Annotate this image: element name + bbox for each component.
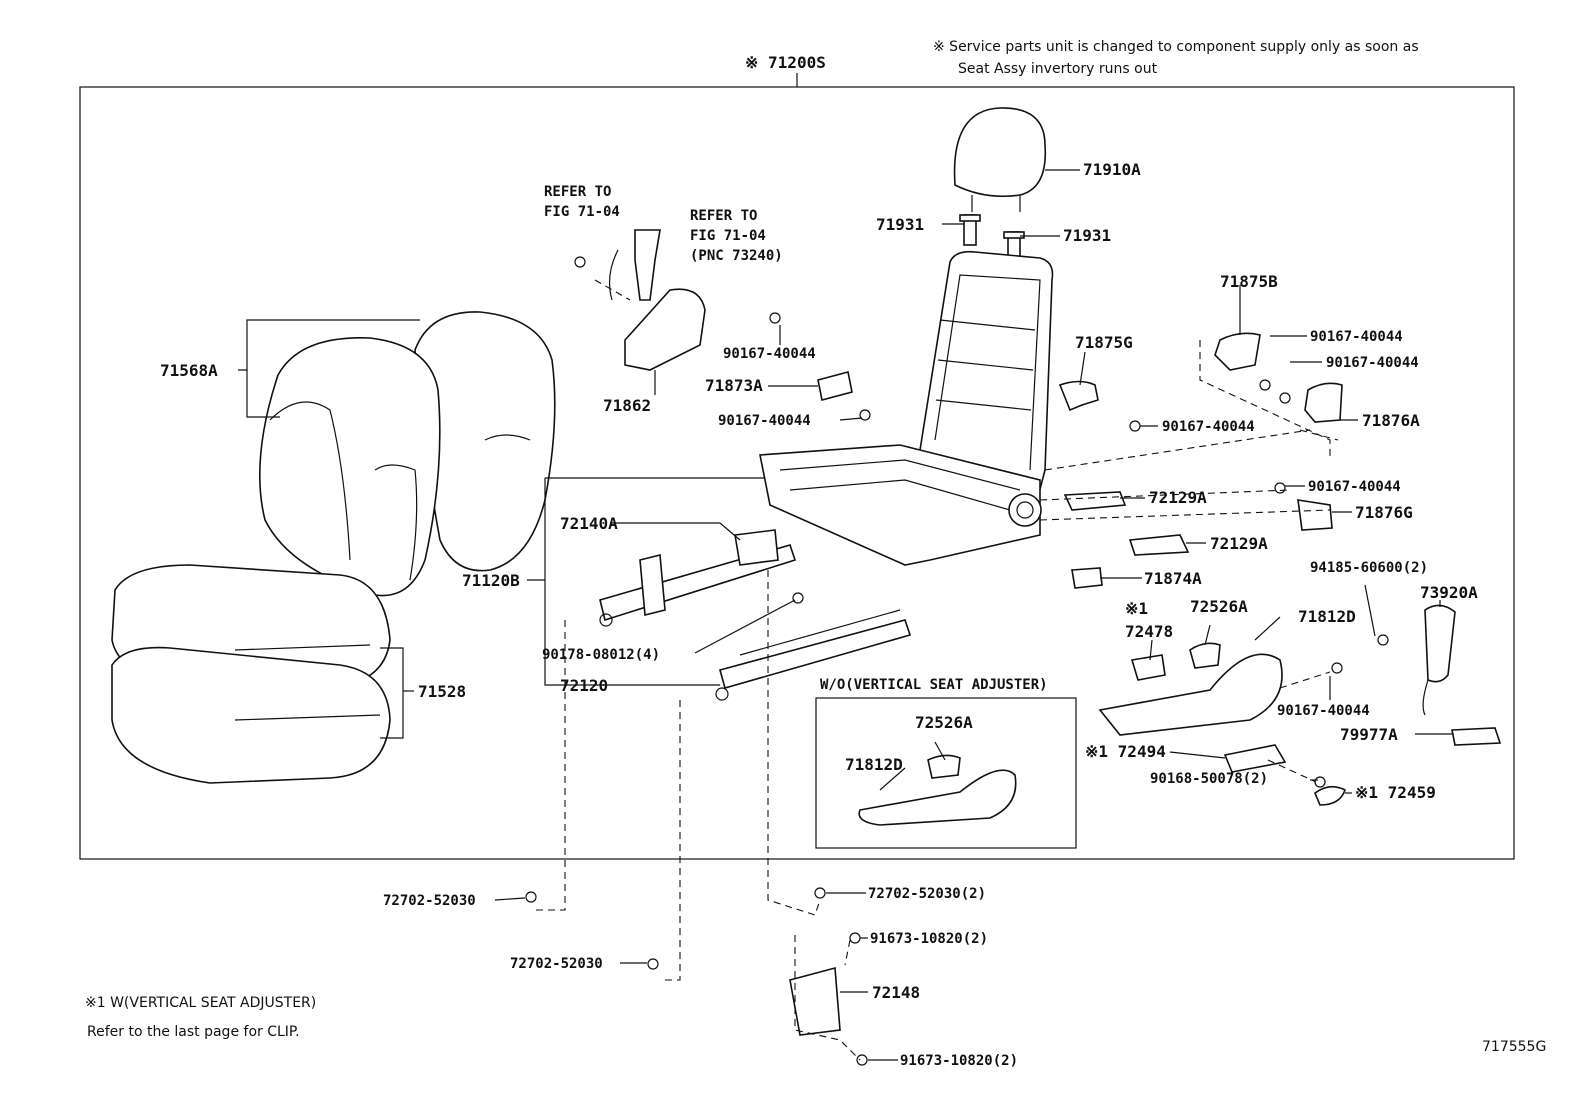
label-72129A-2: 72129A (1210, 534, 1268, 553)
label-71931-left: 71931 (876, 215, 924, 234)
label-71528: 71528 (418, 682, 466, 701)
label-71120B: 71120B (462, 571, 520, 590)
side-shield-shape (1098, 653, 1283, 736)
part-71873A-shape (817, 371, 853, 401)
label-71875G: 71875G (1075, 333, 1133, 352)
bracket-72148-shape (789, 966, 841, 1036)
label-90167-f: 90167-40044 (1308, 479, 1401, 495)
seat-track-shape (599, 529, 912, 701)
label-90167-a: 90167-40044 (723, 346, 816, 362)
part-72526A-shape (1189, 642, 1221, 669)
inset-title: W/O(VERTICAL SEAT ADJUSTER) (820, 677, 1048, 693)
airbag-shape (1424, 604, 1456, 683)
label-72702-a: 72702-52030 (383, 893, 476, 909)
label-72526A-top: 72526A (1190, 597, 1248, 616)
service-note-line1: ※ Service parts unit is changed to compo… (933, 39, 1419, 55)
part-71876G-shape (1297, 499, 1333, 531)
inset-label-71812D: 71812D (845, 755, 903, 774)
leader-lines (238, 169, 1452, 1061)
label-90167-g: 90167-40044 (1277, 703, 1370, 719)
inset-knob-shape (927, 754, 961, 779)
label-72702-b: 72702-52030(2) (868, 886, 986, 902)
seat-frame-shape (759, 250, 1054, 566)
service-note-line2: Seat Assy invertory runs out (958, 61, 1158, 77)
label-71875B: 71875B (1220, 272, 1278, 291)
label-91673-b: 91673-10820(2) (900, 1053, 1018, 1069)
label-79977A: 79977A (1340, 725, 1398, 744)
refer-right-line3: (PNC 73240) (690, 248, 783, 264)
headrest-guide-left (959, 214, 981, 246)
label-72494: ※1 72494 (1085, 742, 1166, 761)
label-72459: ※1 72459 (1355, 783, 1436, 802)
headrest-shape (953, 107, 1047, 212)
seatback-cover-shape (259, 311, 556, 597)
belt-bracket-shape (608, 229, 706, 371)
label-71874A: 71874A (1144, 569, 1202, 588)
label-90167-c: 90167-40044 (1162, 419, 1255, 435)
label-72129A-1: 72129A (1149, 488, 1207, 507)
seat-cushion-shape (111, 564, 391, 784)
label-90167-d: 90167-40044 (1310, 329, 1403, 345)
inset-box (815, 697, 1077, 849)
part-71875G-shape (1058, 380, 1099, 412)
dashed-assembly-lines (535, 279, 1339, 1061)
label-90178: 90178-08012(4) (542, 647, 660, 663)
label-72140A: 72140A (560, 514, 618, 533)
label-73920A: 73920A (1420, 583, 1478, 602)
label-71876G: 71876G (1355, 503, 1413, 522)
label-94185: 94185-60600(2) (1310, 560, 1428, 576)
assembly-label: ※ 71200S (745, 53, 826, 72)
part-72494-shape (1223, 744, 1287, 773)
bolts (525, 256, 1389, 1066)
label-90168: 90168-50078(2) (1150, 771, 1268, 787)
part-72478-shape (1130, 654, 1166, 681)
refer-right-line1: REFER TO (690, 208, 757, 224)
label-71931-right: 71931 (1063, 226, 1111, 245)
label-71568A: 71568A (160, 361, 218, 380)
label-72148: 72148 (872, 983, 920, 1002)
refer-left-line2: FIG 71-04 (544, 204, 620, 220)
footer-note1: ※1 W(VERTICAL SEAT ADJUSTER) (85, 995, 316, 1011)
part-71875B-shape (1214, 332, 1261, 371)
part-72129A-1-shape (1063, 491, 1127, 511)
part-72459-shape (1314, 785, 1346, 806)
label-71812D-top: 71812D (1298, 607, 1356, 626)
inset-label-72526A: 72526A (915, 713, 973, 732)
inset-shield-shape (858, 769, 1017, 826)
part-71876A-shape (1304, 382, 1343, 423)
label-91673-a: 91673-10820(2) (870, 931, 988, 947)
label-72120: 72120 (560, 676, 608, 695)
label-72702-c: 72702-52030 (510, 956, 603, 972)
part-72129A-2-shape (1128, 534, 1190, 556)
part-71874A-shape (1071, 567, 1103, 589)
label-90167-b: 90167-40044 (718, 413, 811, 429)
label-79977A-shape (1451, 727, 1502, 746)
label-72478: 72478 (1125, 622, 1173, 641)
label-72478-mark: ※1 (1125, 599, 1148, 618)
refer-right-line2: FIG 71-04 (690, 228, 766, 244)
footer-note2: Refer to the last page for CLIP. (87, 1024, 300, 1040)
label-71873A: 71873A (705, 376, 763, 395)
label-90167-e: 90167-40044 (1326, 355, 1419, 371)
label-71876A: 71876A (1362, 411, 1420, 430)
label-71910A: 71910A (1083, 160, 1141, 179)
figure-code: 717555G (1482, 1039, 1546, 1055)
refer-left-line1: REFER TO (544, 184, 611, 200)
label-71862: 71862 (603, 396, 651, 415)
